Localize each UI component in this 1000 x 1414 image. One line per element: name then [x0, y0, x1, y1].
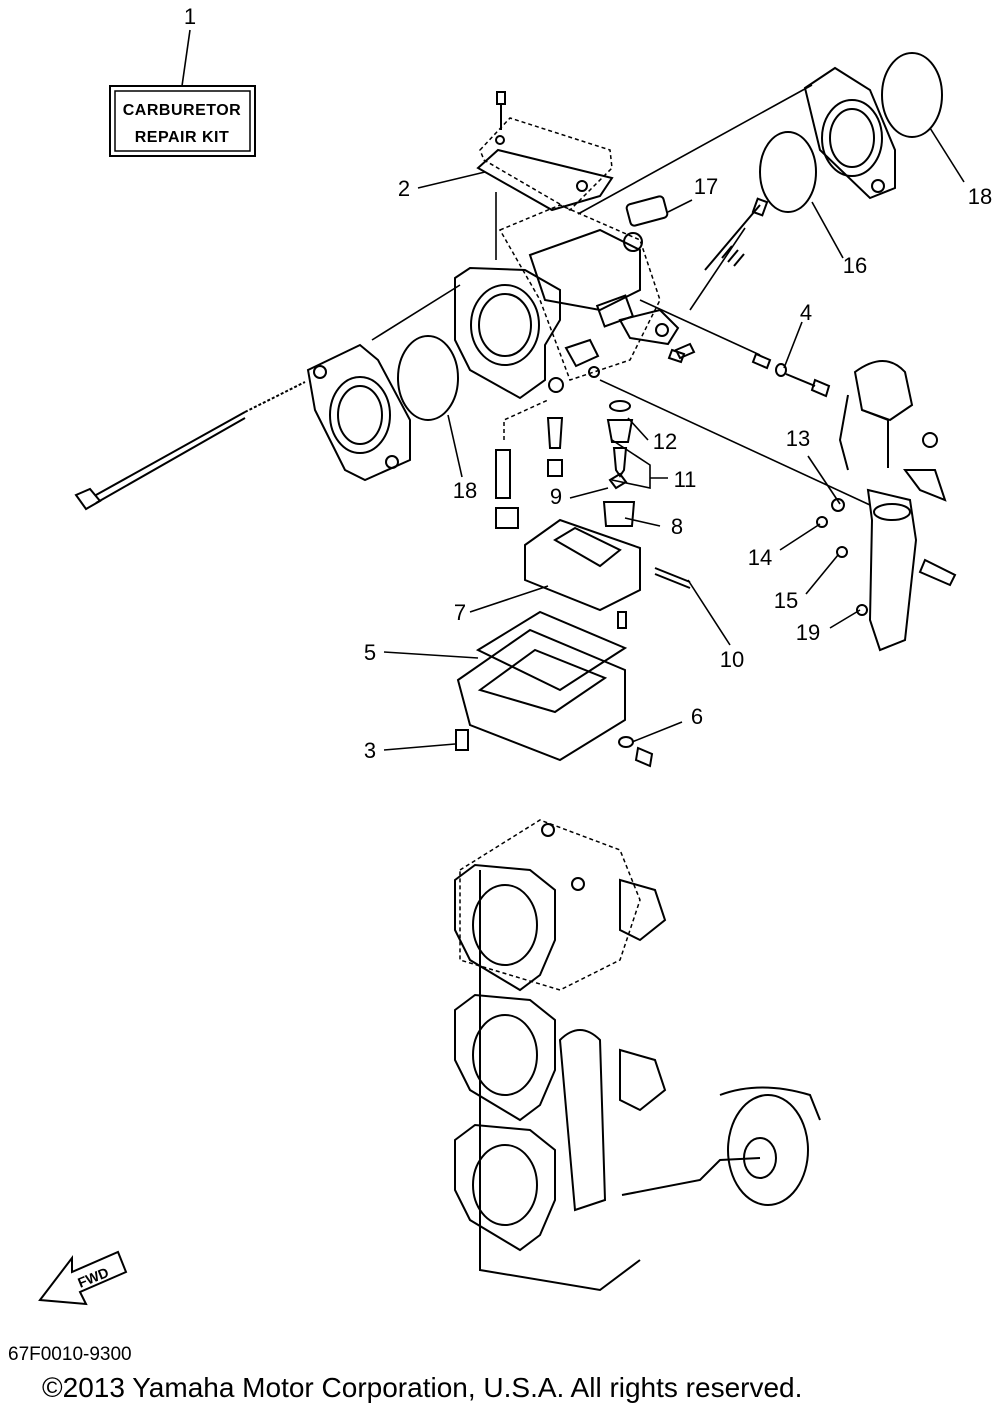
callout-2: 2 — [398, 176, 410, 201]
carburetor-assembly-illustration — [454, 819, 821, 1292]
callout-18-left: 18 — [453, 478, 477, 503]
callout-5: 5 — [364, 640, 376, 665]
callout-7: 7 — [454, 600, 466, 625]
fwd-arrow-icon: FWD — [38, 1250, 128, 1306]
right-intake-flange — [759, 52, 943, 213]
callout-11: 11 — [674, 467, 697, 492]
kit-label-line1: CARBURETOR — [123, 102, 241, 119]
carburetor-body — [454, 204, 696, 400]
copyright-notice: ©2013 Yamaha Motor Corporation, U.S.A. A… — [42, 1372, 803, 1403]
callout-8: 8 — [671, 514, 683, 539]
left-intake-flange — [74, 335, 459, 511]
kit-label-line2: REPAIR KIT — [135, 129, 229, 146]
needle-valve-parts — [495, 399, 636, 529]
callout-6: 6 — [691, 704, 703, 729]
leader-lines — [181, 29, 965, 751]
callout-3: 3 — [364, 738, 376, 763]
callout-10: 10 — [720, 647, 744, 672]
callout-19: 19 — [796, 620, 820, 645]
callout-12: 12 — [653, 429, 677, 454]
callout-17: 17 — [694, 174, 718, 199]
callout-9: 9 — [550, 484, 562, 509]
callout-16: 16 — [843, 253, 867, 278]
callout-13: 13 — [786, 426, 810, 451]
repair-kit-box: CARBURETOR REPAIR KIT — [109, 85, 256, 157]
float — [524, 518, 691, 629]
callout-14: 14 — [748, 545, 772, 570]
carburetor-top-cover — [476, 91, 614, 212]
diagram-code: 67F0010-9300 — [8, 1344, 132, 1365]
callout-labels: 1 2 3 4 5 6 7 8 9 10 11 12 13 14 15 16 1… — [184, 4, 992, 763]
float-bowl — [455, 610, 654, 768]
callout-4: 4 — [800, 300, 812, 325]
throttle-valve-assembly — [816, 360, 957, 652]
callout-18-right: 18 — [968, 184, 992, 209]
callout-15: 15 — [774, 588, 798, 613]
pilot-screw-parts — [625, 195, 831, 398]
callout-1: 1 — [184, 4, 196, 29]
